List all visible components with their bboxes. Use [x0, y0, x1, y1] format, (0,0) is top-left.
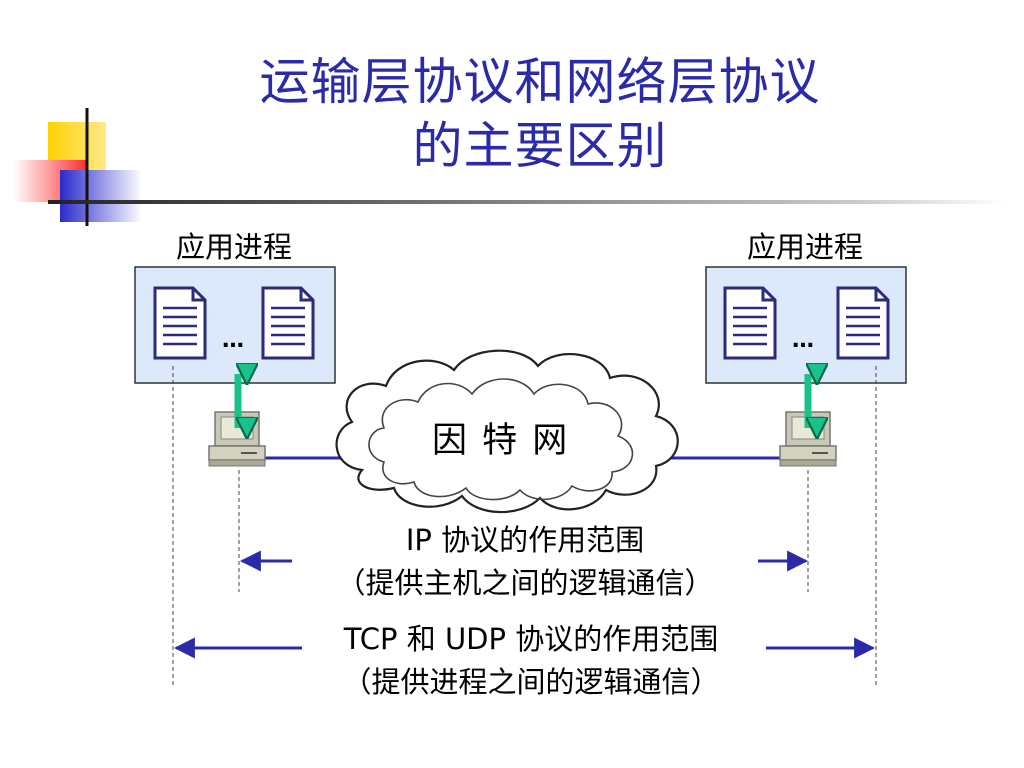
- left-ellipsis: …: [222, 328, 244, 353]
- tcp-udp-scope-label-line2: （提供进程之间的逻辑通信）: [342, 665, 720, 699]
- right-host-label: 应用进程: [747, 230, 864, 264]
- internet-cloud-icon: [335, 349, 679, 514]
- page-title-line2: 的主要区别: [412, 117, 668, 175]
- ip-scope-label-line1: IP 协议的作用范围: [405, 523, 645, 557]
- tcp-udp-scope-label-line1: TCP 和 UDP 协议的作用范围: [343, 622, 719, 656]
- left-host-label: 应用进程: [176, 230, 293, 264]
- left-document-icon-2: [261, 286, 315, 360]
- deco-blue-square: [60, 170, 142, 222]
- ip-scope-label-line2: （提供主机之间的逻辑通信）: [336, 566, 714, 600]
- title-underline: [48, 200, 1008, 204]
- left-document-icon-1: [153, 286, 207, 360]
- right-document-icon-2: [836, 286, 890, 360]
- page-title-line1: 运输层协议和网络层协议: [259, 53, 821, 111]
- right-document-icon-1: [723, 286, 777, 360]
- right-ellipsis: …: [792, 328, 814, 353]
- cloud-label: 因 特 网: [432, 421, 570, 461]
